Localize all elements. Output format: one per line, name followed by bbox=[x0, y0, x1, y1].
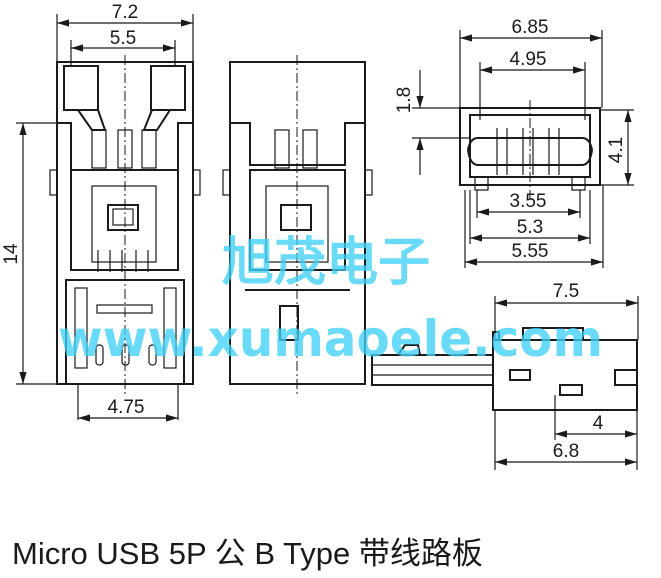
end-view bbox=[459, 100, 601, 200]
dim-bottom-width-2: 5.3 bbox=[517, 217, 543, 238]
dim-top-width-inner: 4.95 bbox=[510, 49, 547, 70]
dim-front-width-outer: 7.2 bbox=[112, 2, 138, 23]
dim-front-width-inner: 5.5 bbox=[110, 28, 136, 49]
dim-top-height: 4.1 bbox=[606, 137, 627, 163]
dim-front-bottom-width: 4.75 bbox=[108, 397, 145, 418]
watermark-url: www.xumaoele.com bbox=[58, 310, 603, 368]
watermark-company: 旭茂电子 bbox=[222, 233, 430, 293]
dim-front-height: 14 bbox=[1, 243, 22, 265]
side-dimensions: 7.5 4 6.8 bbox=[494, 281, 639, 470]
end-dimensions: 6.85 4.95 1.8 4.1 3.55 5.3 5.55 bbox=[394, 17, 634, 268]
side-view bbox=[371, 327, 638, 411]
dim-top-width-outer: 6.85 bbox=[512, 17, 549, 38]
dim-top-height-small: 1.8 bbox=[394, 87, 415, 113]
dim-side-offset-small: 4 bbox=[593, 413, 604, 434]
front-dimensions: 7.2 5.5 14 4.75 bbox=[1, 2, 194, 422]
dim-side-length: 7.5 bbox=[553, 281, 579, 302]
dim-side-offset-large: 6.8 bbox=[553, 441, 579, 462]
dim-bottom-width-1: 3.55 bbox=[510, 191, 547, 212]
back-view bbox=[222, 55, 373, 395]
drawing-caption: Micro USB 5P 公 B Type 带线路板 bbox=[12, 536, 483, 571]
front-view bbox=[49, 55, 201, 395]
dim-bottom-width-3: 5.55 bbox=[512, 241, 549, 262]
